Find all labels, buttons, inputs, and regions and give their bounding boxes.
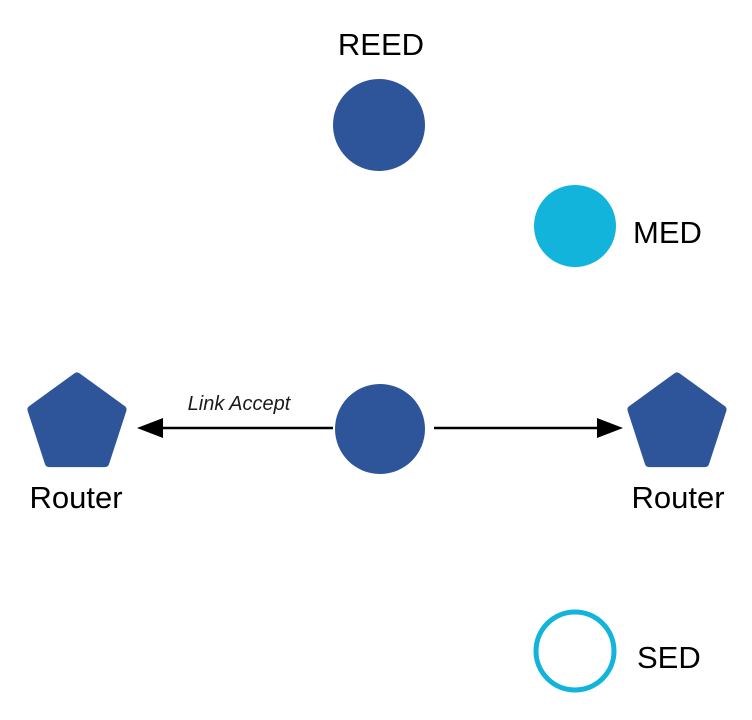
node-label-reed: REED [338,27,424,62]
med-circle-icon[interactable] [534,185,616,267]
router-right-pentagon-icon[interactable] [627,372,727,468]
node-sed[interactable]: SED [533,609,701,693]
node-leader[interactable] [335,384,425,474]
node-label-router-right: Router [631,480,724,515]
node-med[interactable]: MED [534,185,702,267]
reed-circle-icon[interactable] [333,79,425,171]
node-label-router-left: Router [29,480,122,515]
edge-leader-to-router-left[interactable]: Link Accept [137,393,333,438]
node-router-right[interactable]: Router [627,372,727,515]
leader-circle-icon[interactable] [335,384,425,474]
node-label-sed: SED [637,640,701,675]
router-left-pentagon-icon[interactable] [27,372,127,468]
node-reed[interactable]: REED [333,27,425,171]
edge-label-link-accept: Link Accept [188,393,292,415]
arrowhead-left-icon [137,418,163,438]
node-label-med: MED [633,215,702,250]
edge-leader-to-router-right[interactable] [434,418,623,438]
sed-circle-icon[interactable] [533,609,617,693]
node-router-left[interactable]: Router [27,372,127,515]
arrowhead-right-icon [597,418,623,438]
